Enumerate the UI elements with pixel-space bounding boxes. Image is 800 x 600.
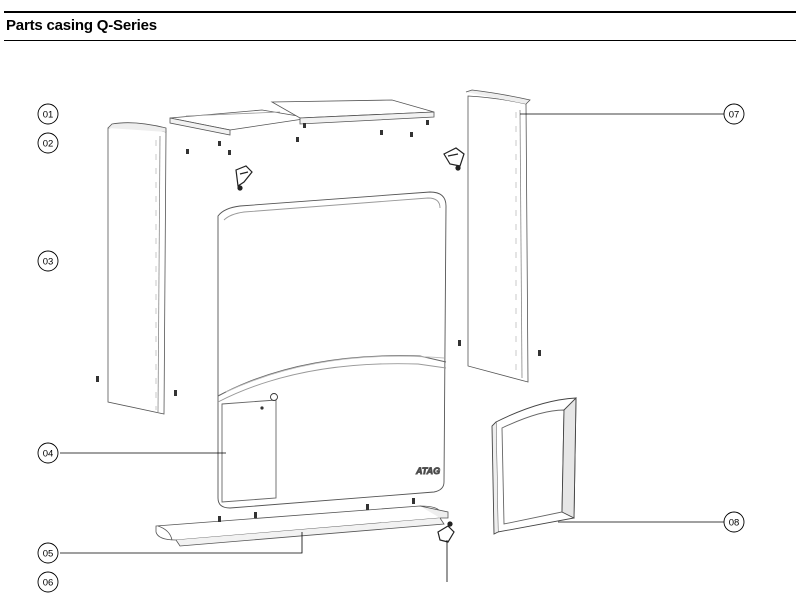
hinge-bracket-right [443,147,465,171]
svg-text:02: 02 [43,139,54,150]
front-frame [491,396,577,535]
top-cover-plates [169,99,435,136]
left-panel-screws [96,376,177,396]
callout-01: 01 [37,103,59,125]
right-side-panel [465,89,531,383]
svg-text:05: 05 [43,549,54,560]
callout-04: 04 [37,442,59,464]
right-panel-screws [458,340,541,356]
hinge-bracket-left [235,165,253,191]
leader-lines [60,113,734,582]
svg-text:03: 03 [43,257,54,268]
svg-text:01: 01 [43,110,54,121]
page-title: Parts casing Q-Series [6,17,157,34]
callout-03: 03 [37,250,59,272]
callout-07: 07 [723,103,745,125]
header-bottom-rule [4,40,796,41]
bottom-tray [155,505,449,547]
callout-05: 05 [37,542,59,564]
header-top-rule [4,11,796,13]
svg-text:07: 07 [729,110,740,121]
svg-text:04: 04 [43,449,54,460]
front-panel-logo: ATAG [415,466,440,476]
callout-02: 02 [37,132,59,154]
callout-08: 08 [723,511,745,533]
svg-text:06: 06 [43,578,54,589]
bottom-screws [218,498,415,522]
left-side-panel [107,122,167,415]
svg-text:08: 08 [729,518,740,529]
bottom-hinge-bracket [437,521,455,543]
top-screws [186,120,429,155]
front-panel: ATAG [217,191,447,509]
callout-06: 06 [37,571,59,593]
